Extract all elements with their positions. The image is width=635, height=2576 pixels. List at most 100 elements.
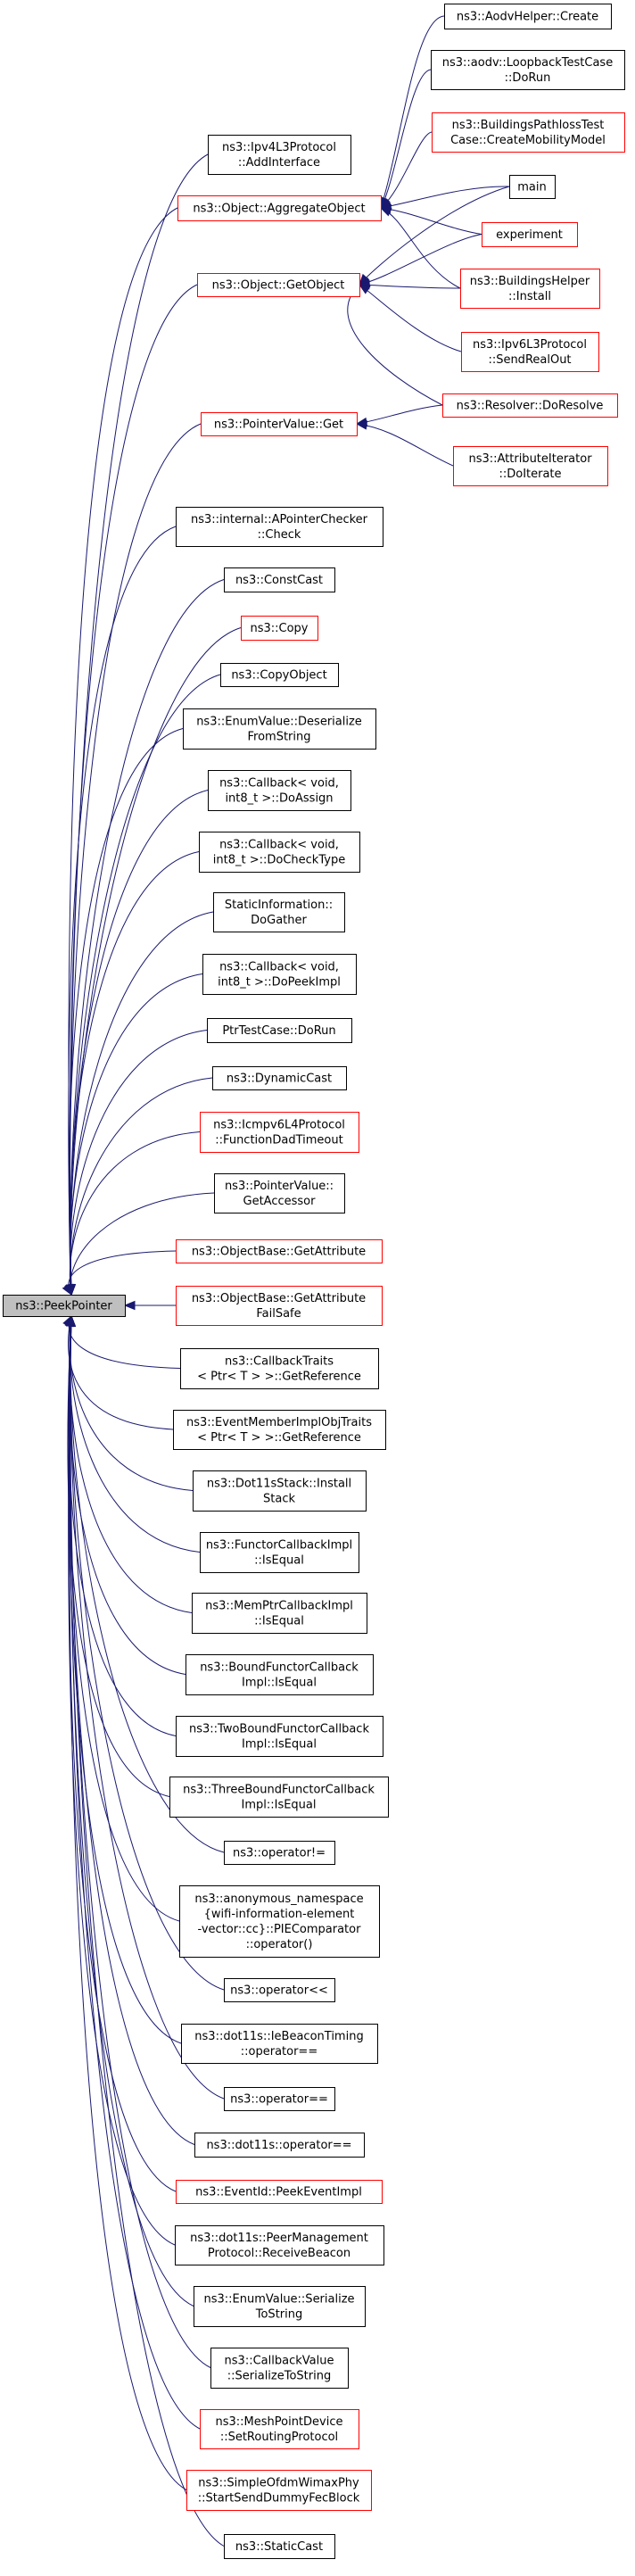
node-label-line: ns3::ObjectBase::GetAttribute <box>192 1292 366 1305</box>
edge-icmpv6-to-peek <box>69 1131 201 1296</box>
node-buildpath[interactable]: ns3::BuildingsPathlossTestCase::CreateMo… <box>432 112 625 153</box>
node-box <box>199 832 360 873</box>
node-box <box>432 112 625 153</box>
node-loopback[interactable]: ns3::aodv::LoopbackTestCase::DoRun <box>431 50 625 90</box>
node-dot11seq[interactable]: ns3::dot11s::operator== <box>194 2133 365 2158</box>
node-twobound[interactable]: ns3::TwoBoundFunctorCallbackImpl::IsEqua… <box>176 1716 383 1757</box>
node-icmpv6[interactable]: ns3::Icmpv6L4Protocol::FunctionDadTimeou… <box>200 1112 359 1153</box>
node-label-line: ns3::aodv::LoopbackTestCase <box>442 56 613 70</box>
edge-attriter-to-pvget <box>356 423 454 467</box>
node-label-line: Stack <box>263 1493 295 1506</box>
node-cbcheck[interactable]: ns3::Callback< void,int8_t >::DoCheckTyp… <box>199 832 360 873</box>
node-label-line: ns3::Ipv4L3Protocol <box>222 141 336 154</box>
node-dyncast[interactable]: ns3::DynamicCast <box>212 1066 347 1090</box>
node-constcast[interactable]: ns3::ConstCast <box>224 567 335 592</box>
node-getobject[interactable]: ns3::Object::GetObject <box>197 273 360 297</box>
node-box <box>241 616 318 641</box>
node-box <box>202 954 357 995</box>
node-opneq[interactable]: ns3::operator!= <box>224 1841 335 1865</box>
node-box <box>176 2180 383 2204</box>
node-label-line: ns3::AttributeIterator <box>468 452 592 466</box>
node-label-line: FailSafe <box>256 1307 301 1321</box>
node-ipv4l3[interactable]: ns3::Ipv4L3Protocol::AddInterface <box>208 135 351 175</box>
node-label-line: ns3::ConstCast <box>235 574 323 587</box>
node-ptrtest[interactable]: PtrTestCase::DoRun <box>207 1018 352 1043</box>
node-box <box>453 446 608 486</box>
node-label-line: ns3::Callback< void, <box>219 839 339 852</box>
node-cbpeek[interactable]: ns3::Callback< void,int8_t >::DoPeekImpl <box>202 954 357 995</box>
node-experiment[interactable]: experiment <box>482 222 578 247</box>
node-pvaccessor[interactable]: ns3::PointerValue::GetAccessor <box>214 1173 345 1213</box>
node-layer: ns3::PeekPointer ns3::AodvHelper::Createn… <box>3 4 625 2559</box>
node-label-line: ::Install <box>508 290 551 303</box>
node-attriter[interactable]: ns3::AttributeIterator::DoIterate <box>453 446 608 486</box>
node-box <box>212 1066 347 1090</box>
node-label-line: ::SetRoutingProtocol <box>220 2431 338 2444</box>
node-box <box>220 663 339 687</box>
node-label-line: Impl::IsEqual <box>242 1738 317 1752</box>
node-staticcast[interactable]: ns3::StaticCast <box>224 2534 335 2559</box>
node-functorcb[interactable]: ns3::FunctorCallbackImpl::IsEqual <box>200 1532 359 1573</box>
node-ofdmwimax[interactable]: ns3::SimpleOfdmWimaxPhy::StartSendDummyF… <box>186 2470 372 2511</box>
node-main[interactable]: main <box>509 175 556 199</box>
node-staticinfo[interactable]: StaticInformation::DoGather <box>213 892 345 932</box>
edge-resolver-to-pvget <box>356 404 443 425</box>
node-aggregate[interactable]: ns3::Object::AggregateObject <box>177 195 382 221</box>
node-box <box>173 1410 386 1450</box>
node-cbtraits[interactable]: ns3::CallbackTraits< Ptr< T > >::GetRefe… <box>180 1348 379 1389</box>
node-buildhelper[interactable]: ns3::BuildingsHelper::Install <box>460 269 600 309</box>
node-iebeacon[interactable]: ns3::dot11s::IeBeaconTiming::operator== <box>181 2024 378 2064</box>
node-evtraits[interactable]: ns3::EventMemberImplObjTraits< Ptr< T > … <box>173 1410 386 1450</box>
node-cbassign[interactable]: ns3::Callback< void,int8_t >::DoAssign <box>208 770 351 811</box>
node-label-line: ns3::operator!= <box>233 1847 326 1860</box>
edge-enumdeser-to-peek <box>68 728 184 1296</box>
node-label-line: ns3::TwoBoundFunctorCallback <box>189 1723 369 1736</box>
node-label-line: ns3::internal::APointerChecker <box>191 513 368 526</box>
node-label-line: ns3::Callback< void, <box>219 961 339 974</box>
node-cbvalser[interactable]: ns3::CallbackValue::SerializeToString <box>210 2348 349 2389</box>
node-label-line: ns3::operator== <box>230 2093 328 2107</box>
node-label-line: < Ptr< T > >::GetReference <box>197 1431 361 1445</box>
node-pvget[interactable]: ns3::PointerValue::Get <box>201 412 358 436</box>
node-box <box>169 1777 389 1818</box>
node-enumser[interactable]: ns3::EnumValue::SerializeToString <box>194 2286 366 2327</box>
node-apointer[interactable]: ns3::internal::APointerChecker::Check <box>176 507 383 547</box>
node-label-line: ns3::CopyObject <box>231 669 326 683</box>
node-label-line: ns3::BuildingsPathlossTest <box>452 119 605 132</box>
node-box <box>482 222 578 247</box>
node-opshl[interactable]: ns3::operator<< <box>224 1978 335 2002</box>
node-opeq[interactable]: ns3::operator== <box>224 2087 335 2111</box>
edge-copy-to-peek <box>70 627 242 1296</box>
node-box <box>3 1295 126 1317</box>
node-aodvcreate[interactable]: ns3::AodvHelper::Create <box>444 4 612 29</box>
node-peermgmt[interactable]: ns3::dot11s::PeerManagementProtocol::Rec… <box>175 2225 384 2265</box>
edge-experiment-to-getobject <box>359 234 482 286</box>
node-ipv6send[interactable]: ns3::Ipv6L3Protocol::SendRealOut <box>461 332 599 372</box>
node-meshrouting[interactable]: ns3::MeshPointDevice::SetRoutingProtocol <box>200 2409 359 2449</box>
node-anon[interactable]: ns3::anonymous_namespace{wifi-informatio… <box>179 1885 380 1958</box>
edge-ptrtest-to-peek <box>70 1030 208 1296</box>
node-memptrcb[interactable]: ns3::MemPtrCallbackImpl::IsEqual <box>192 1593 367 1634</box>
node-label-line: ns3::Dot11sStack::Install <box>207 1478 351 1491</box>
node-label-line: ToString <box>255 2308 302 2322</box>
edge-getobject-to-peek <box>69 284 198 1296</box>
edge-cbassign-to-peek <box>70 790 209 1296</box>
node-copyobject[interactable]: ns3::CopyObject <box>220 663 339 687</box>
node-resolver[interactable]: ns3::Resolver::DoResolve <box>442 393 618 418</box>
node-box <box>177 195 382 221</box>
node-eventpeek[interactable]: ns3::EventId::PeekEventImpl <box>176 2180 383 2204</box>
node-peek[interactable]: ns3::PeekPointer <box>3 1295 126 1317</box>
edge-twobound-to-peek <box>68 1315 177 1736</box>
node-copy[interactable]: ns3::Copy <box>241 616 318 641</box>
edge-eventpeek-to-peek <box>68 1315 177 2192</box>
node-obgetattr[interactable]: ns3::ObjectBase::GetAttribute <box>176 1239 383 1263</box>
node-box <box>200 2409 359 2449</box>
node-threebound[interactable]: ns3::ThreeBoundFunctorCallbackImpl::IsEq… <box>169 1777 389 1818</box>
node-label-line: ns3::SimpleOfdmWimaxPhy <box>198 2477 359 2490</box>
node-label-line: int8_t >::DoCheckType <box>213 854 345 867</box>
